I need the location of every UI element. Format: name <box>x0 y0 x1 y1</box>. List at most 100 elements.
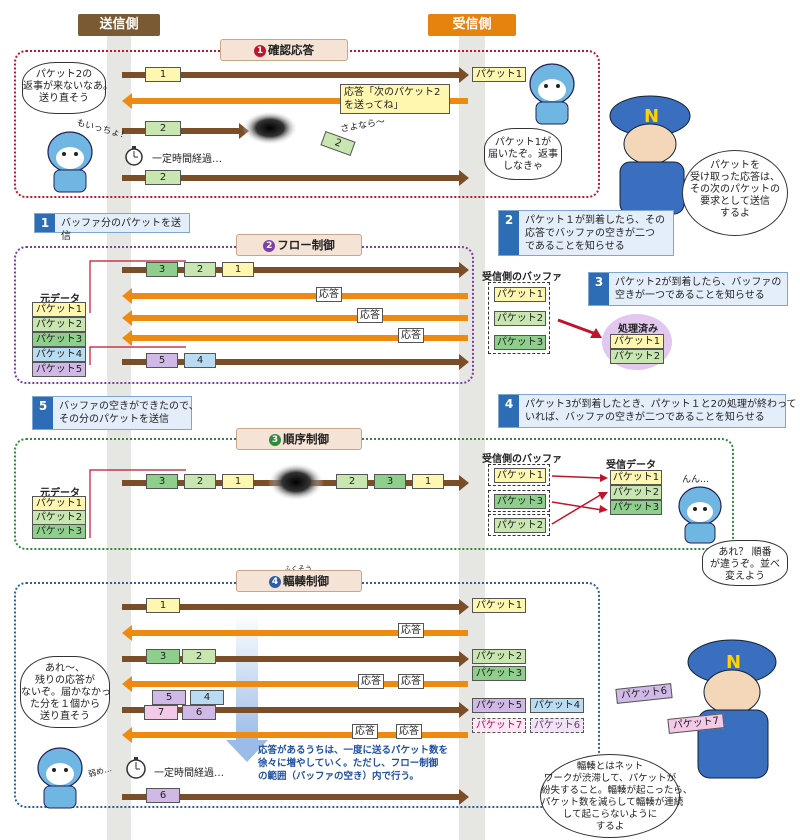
order-src-2: パケット2 <box>32 510 86 525</box>
cg-lost-6: パケット6 <box>530 718 584 733</box>
flow-note-1: 1 バッファ分のパケットを送信 <box>34 213 190 242</box>
note-2-number: 2 <box>499 211 519 255</box>
cg-ack-2b: 応答 <box>398 674 424 689</box>
flow-buffer-2: パケット2 <box>494 311 546 326</box>
flow-title: フロー制御 <box>277 238 335 252</box>
note-2-text: パケット１が到着したら、その 応答でバッファの空きが二つ であることを知らせる <box>525 215 665 252</box>
order-blackhole-icon <box>268 463 324 501</box>
order-src-3: パケット3 <box>32 524 86 539</box>
flow-buffer-3: パケット3 <box>494 335 546 350</box>
cg-timer-icon <box>126 757 146 779</box>
order-buffer-box-2 <box>488 490 550 512</box>
flow-ack-arrow-3 <box>122 330 468 346</box>
order-buffer-3: パケット3 <box>494 494 546 509</box>
cg-recv-5: パケット5 <box>472 698 526 713</box>
cg-recv-4: パケット4 <box>530 698 584 713</box>
ack-reply-arrow <box>122 93 468 109</box>
order-number: 3 <box>269 434 281 446</box>
order-buffer-box-1 <box>488 464 550 486</box>
flow-sent-2: 2 <box>184 262 216 277</box>
flow-src-list: パケット1 パケット2 パケット3 パケット4 パケット5 <box>32 302 86 377</box>
flow-sent-4: 4 <box>184 353 216 368</box>
flow-number: 2 <box>263 240 276 252</box>
ack-right-bubble: パケット1が 届いたぞ。返事 しなきゃ <box>484 128 562 180</box>
flow-ack-1: 応答 <box>316 287 342 302</box>
flow-src-1: パケット1 <box>32 302 86 317</box>
guide-bubble-1: パケットを 受け取った応答は、 その次のパケットの 要求として送信 するよ <box>682 150 788 236</box>
order-recv-3: パケット3 <box>610 500 662 515</box>
ack-timer-text: 一定時間経過… <box>152 154 222 165</box>
ack-arrow-1 <box>122 67 469 83</box>
flow-buffer-1: パケット1 <box>494 287 546 302</box>
cg-guide-bubble: 輻輳とはネット ワークが渋滞して、パケットが 紛失すること。輻輳が起こったら、 … <box>540 754 692 838</box>
order-character-icon <box>678 486 722 544</box>
guide-character-icon: N <box>609 95 691 215</box>
order-arrived-3: 3 <box>374 474 406 489</box>
note-1-text: バッファ分のパケットを送信 <box>61 218 181 242</box>
ack-packet-1: 1 <box>145 67 181 82</box>
flow-done-title: 処理済み <box>618 324 658 335</box>
blackhole-icon <box>242 111 298 145</box>
order-buffer-1: パケット1 <box>494 468 546 483</box>
cg-explain: 応答があるうちは、一度に送るパケット数を 徐々に増やしていく。ただし、フロー制御… <box>258 745 449 782</box>
cg-arrow-1 <box>122 599 469 615</box>
flow-buffer-title: 受信側のバッファ <box>482 272 562 283</box>
note-1-number: 1 <box>35 214 55 232</box>
cg-lost-7: パケット7 <box>472 718 526 733</box>
ack-received-1: パケット1 <box>472 67 526 82</box>
congestion-title: 輻輳制御 <box>283 574 329 588</box>
cg-packet-5: 5 <box>152 690 186 705</box>
receiver-character-icon <box>529 63 575 125</box>
cg-ack-3a: 応答 <box>352 724 378 739</box>
order-sent-2: 2 <box>184 474 216 489</box>
cg-timer-text: 一定時間経過… <box>154 768 224 779</box>
cg-ack-3b: 応答 <box>396 724 422 739</box>
flow-src-4: パケット4 <box>32 347 86 362</box>
order-bubble: あれ？ 順番 が違うぞ。並べ 変えよう <box>702 540 788 586</box>
flow-sent-3: 3 <box>146 262 178 277</box>
cg-ack-2a: 応答 <box>358 674 384 689</box>
ack-packet-2: 2 <box>145 121 181 136</box>
cg-packet-4: 4 <box>190 690 224 705</box>
flow-src-title: 元データ <box>40 294 80 305</box>
order-sent-3: 3 <box>146 474 178 489</box>
cg-packet-7: 7 <box>144 705 178 720</box>
ack-title: 確認応答 <box>268 43 314 57</box>
flow-src-links <box>89 260 186 365</box>
ack-arrow-resend <box>122 170 469 186</box>
note-4-text: パケット3が到着したとき、パケット１と2の処理が終わって いれば、バッファの空き… <box>525 399 797 423</box>
cg-arrow-4 <box>122 789 469 805</box>
order-src-link <box>89 469 186 538</box>
flow-src-3: パケット3 <box>32 332 86 347</box>
note-4-number: 4 <box>499 395 519 427</box>
order-arrived-1: 1 <box>412 474 444 489</box>
congestion-ruby: ふくそう <box>284 565 312 573</box>
cg-arrow-2 <box>122 651 469 667</box>
cg-recv-2: パケット2 <box>472 649 526 664</box>
cg-guide-character-icon: N <box>687 639 777 779</box>
flow-ack-3: 応答 <box>398 328 424 343</box>
ack-number: 1 <box>254 45 266 57</box>
cg-packet-6-resend: 6 <box>146 788 180 803</box>
order-src-title: 元データ <box>40 488 80 499</box>
flow-sent-5: 5 <box>146 353 178 368</box>
ack-packet-2-resend: 2 <box>145 170 181 185</box>
timer-icon <box>125 146 143 166</box>
order-panel <box>14 438 734 550</box>
congestion-number: 4 <box>269 576 281 588</box>
flow-sent-1: 1 <box>222 262 254 277</box>
order-reorder-arrows <box>551 474 608 525</box>
cg-ack-arrow-1 <box>122 625 468 641</box>
ack-arrow-lost <box>122 123 249 139</box>
order-arrived-2: 2 <box>336 474 368 489</box>
ack-reply-text: 応答「次のパケット2 を送ってね」 <box>340 84 450 114</box>
congestion-growth-arrowhead <box>226 740 268 762</box>
cg-ack-1: 応答 <box>398 623 424 638</box>
ack-left-bubble: パケット2の 返事が来ないなあ。 送り直そう <box>22 62 113 114</box>
order-recv-2: パケット2 <box>610 485 662 500</box>
flow-buffer-arrow <box>557 318 602 338</box>
cg-recv-1: パケット1 <box>472 598 526 613</box>
svg-text:N: N <box>644 106 659 127</box>
